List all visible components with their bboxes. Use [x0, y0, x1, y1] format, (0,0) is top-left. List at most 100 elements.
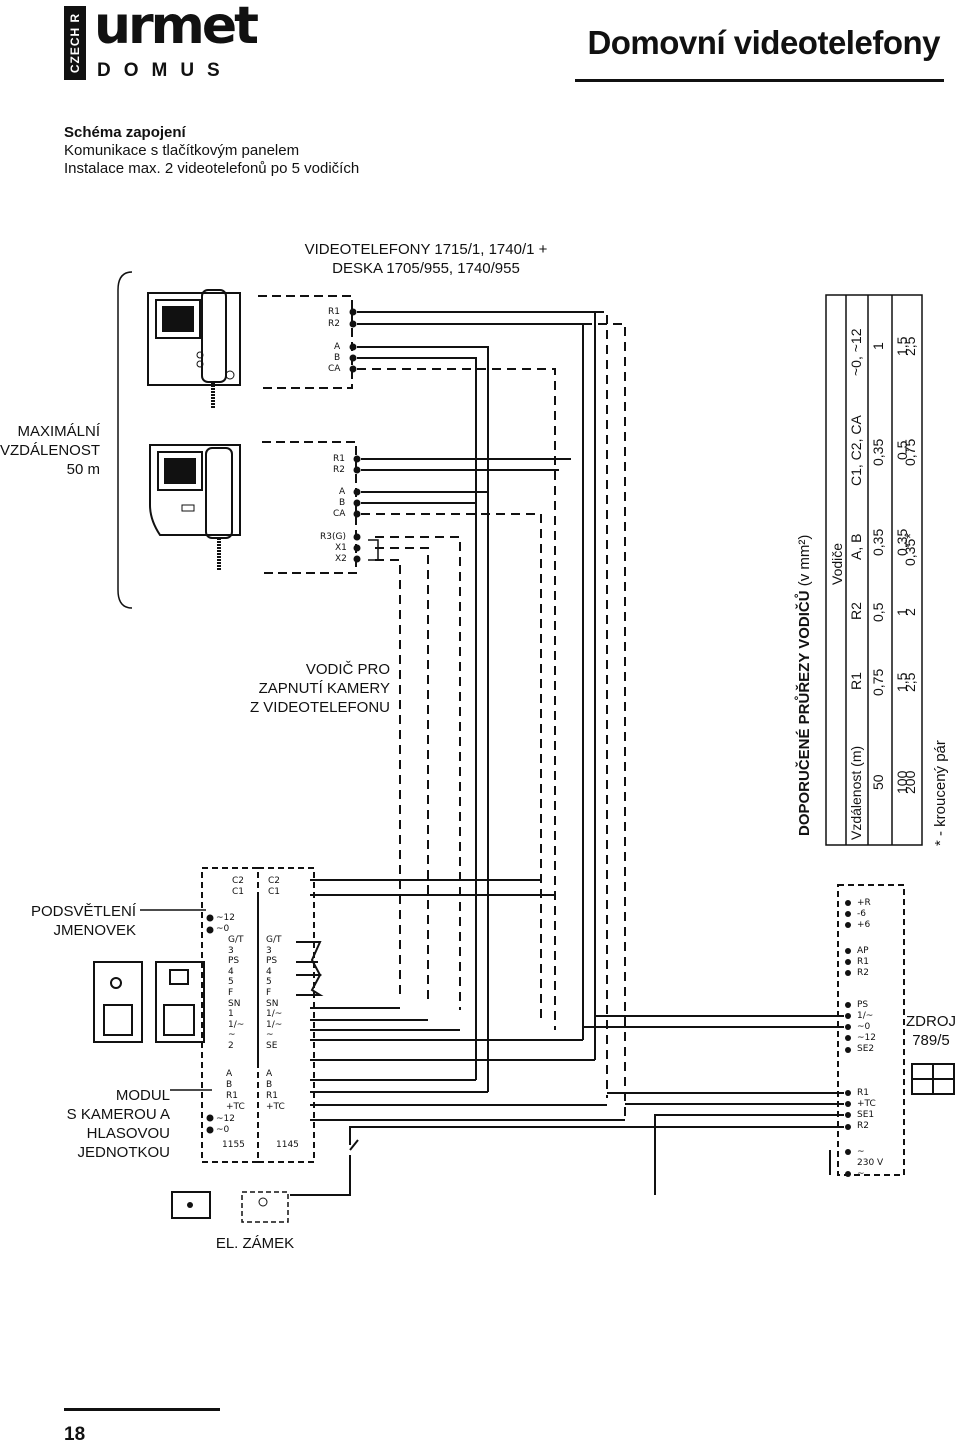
camera-switch [368, 539, 379, 561]
module-1145-terminal: C1 [268, 887, 281, 897]
table-header-r1: R1 [848, 672, 864, 690]
psu-group-3: PS 1/~ ~0 ~12 SE2 [857, 1000, 876, 1055]
max-distance-label: MAXIMÁLNÍ VZDÁLENOST 50 m [0, 422, 100, 479]
max-distance-line: MAXIMÁLNÍ [17, 423, 100, 440]
module-line: JEDNOTKOU [77, 1144, 170, 1161]
module-1145-terminal: 1/~ [266, 1019, 283, 1030]
power-supply-wires [349, 1015, 844, 1195]
vp1-terminal: CA [328, 364, 341, 374]
psu-terminal: ~ [857, 1169, 865, 1179]
power-supply-terminals [845, 900, 851, 1177]
module-1145-terminal: 3 [266, 945, 272, 956]
module-1155-terminal: ~0 [216, 923, 230, 934]
brand-country-badge: CZECH R [64, 6, 86, 80]
table-group-header: Vodiče [829, 542, 845, 585]
module-1145-terminal: 1/~ [266, 1009, 283, 1020]
table-title-text: DOPORUČENÉ PRŮŘEZY VODIČŮ [796, 590, 813, 836]
psu-terminal: -6 [857, 909, 866, 919]
module-1145-terminal: C2 [268, 876, 281, 886]
videophone-2-terminal-box [262, 441, 357, 574]
psu-group-1: +R -6 +6 [857, 898, 871, 931]
table-cell: 0,75 [902, 438, 918, 466]
module-1155-terminal: ~12 [216, 913, 235, 923]
table-cell: 2,5 [902, 672, 918, 692]
title-rule [575, 79, 944, 82]
module-1155-terminal: A [226, 1069, 233, 1079]
psu-terminal: ~ [857, 1147, 865, 1157]
psu-group-5: ~ 230 V ~ [857, 1147, 883, 1180]
psu-terminal: 230 V [857, 1158, 884, 1168]
module-1145-terminal: B [266, 1080, 273, 1090]
vp2-terminal: R3(G) [320, 532, 346, 542]
module-1145-terminal: R1 [266, 1091, 278, 1101]
power-supply-icon [911, 1063, 955, 1095]
module-1155-terminal: G/T [228, 935, 244, 945]
vp2-terminal: X2 [335, 554, 347, 564]
vp1-terminal: A [334, 342, 341, 352]
max-distance-line: 50 m [66, 461, 100, 478]
videophones-label-line: DESKA 1705/955, 1740/955 [332, 260, 520, 277]
module-1155-terminals-bottom: A B R1 +TC [226, 1069, 245, 1113]
module-wires [296, 879, 625, 1121]
camera-wire-line: VODIČ PRO [305, 661, 390, 678]
psu-terminal: ~12 [857, 1033, 876, 1043]
table-cell: 2,5 [902, 336, 918, 356]
psu-terminal: SE1 [857, 1110, 875, 1120]
psu-terminal: PS [857, 1000, 869, 1010]
table-cell: 2 [902, 608, 918, 616]
camera-wire-line: ZAPNUTÍ KAMERY [258, 680, 390, 697]
module-1145-terminal: SE [266, 1040, 278, 1051]
module-1155-terminal: C1 [232, 887, 245, 897]
bus-wires-vp1 [357, 311, 596, 1092]
table-header-ac: ~0, ~12 [848, 328, 864, 377]
backlight-line: PODSVĚTLENÍ [30, 903, 136, 920]
table-cell: 0,35* [902, 533, 918, 566]
videophones-label-line: VIDEOTELEFONY 1715/1, 1740/1 + [304, 241, 548, 258]
module-1155-terminal: PS [228, 956, 240, 967]
psu-terminal: 1/~ [857, 1011, 874, 1021]
table-title: DOPORUČENÉ PRŮŘEZY VODIČŮ (v mm²) [796, 535, 813, 836]
table-cell: 0,35 [870, 528, 886, 556]
psu-terminal: R1 [857, 1088, 869, 1098]
table-cell: 200 [902, 770, 918, 794]
psu-terminal: +TC [857, 1099, 876, 1109]
table-header-ab: A, B [848, 533, 864, 560]
vp1-terminal: B [334, 353, 341, 363]
psu-terminal: ~0 [857, 1022, 871, 1032]
vp2-terminal: A [339, 487, 346, 497]
table-header-distance: Vzdálenost (m) [848, 745, 864, 840]
module-1155-terminal: 3 [228, 945, 234, 956]
psu-terminal: +R [857, 898, 871, 908]
psu-terminal: R1 [857, 957, 869, 967]
module-1145-terminal: A [266, 1069, 273, 1079]
videophone-1-terminals [349, 308, 357, 373]
vp1-terminal: R1 [328, 307, 340, 317]
brand-logo: urmet [94, 0, 259, 56]
table-cell: 0,75 [870, 668, 886, 696]
vp2-terminal: CA [333, 509, 346, 519]
videophone-1-terminal-box [258, 295, 353, 389]
power-supply-line: 789/5 [912, 1032, 950, 1049]
backlight-label: PODSVĚTLENÍ JMENOVEK [0, 902, 136, 940]
intro-line: Instalace max. 2 videotelefonů po 5 vodi… [64, 160, 360, 177]
module-1145-terminals: G/T 3 PS 4 5 F SN 1/~ 1/~ ~ SE [266, 935, 282, 1052]
psu-terminal: R2 [857, 968, 869, 978]
module-1155-terminal: 2 [228, 1040, 234, 1051]
module-1155-terminal: 1/~ [228, 1019, 245, 1030]
module-1155-terminal: 1 [228, 1009, 234, 1020]
module-line: S KAMEROU A [66, 1106, 170, 1123]
vp2-terminal: X1 [335, 543, 347, 553]
table-cell: 1 [870, 342, 886, 350]
module-1145-terminal: ~ [266, 1030, 274, 1041]
brand-sub-logo: DOMUS [97, 60, 233, 81]
module-1145-terminal: 5 [266, 977, 272, 988]
videophone-bracket [117, 271, 133, 609]
module-1155-terminal: B [226, 1080, 233, 1090]
table-grid [825, 294, 923, 846]
max-distance-line: VZDÁLENOST [0, 442, 101, 459]
psu-terminal: AP [857, 946, 869, 956]
module-1155-terminal: ~ [228, 1030, 236, 1041]
power-supply-line: ZDROJ [906, 1013, 956, 1030]
footer-rule [64, 1408, 220, 1411]
